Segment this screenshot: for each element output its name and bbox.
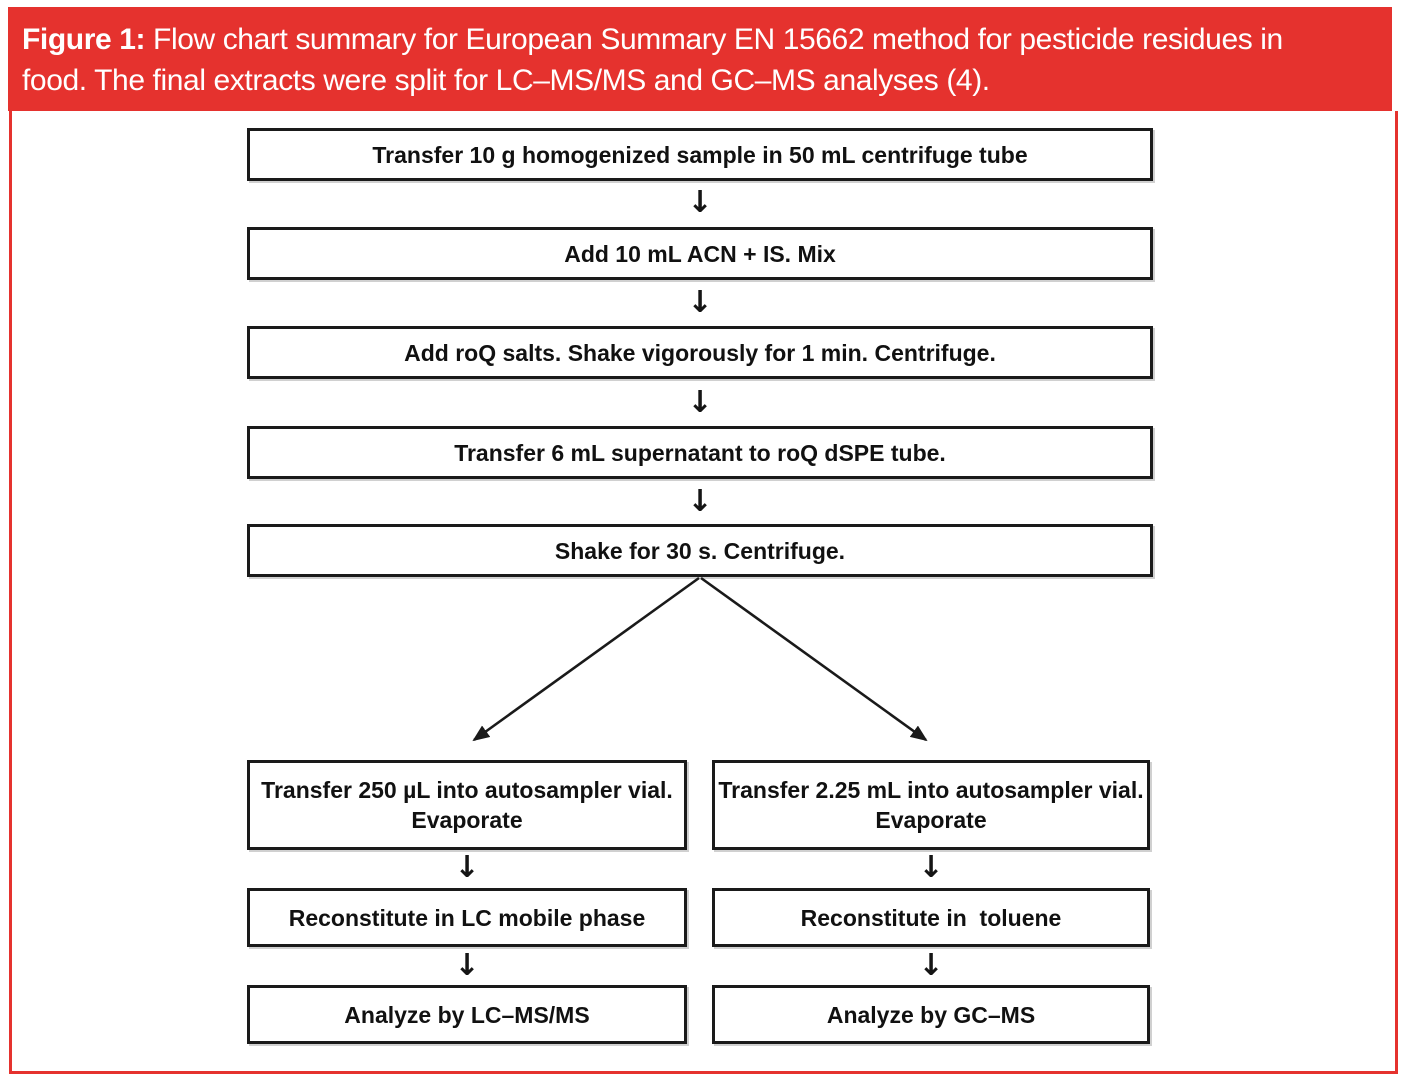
- down-arrow-icon: ↓: [687, 185, 713, 220]
- step-transfer-supernatant: Transfer 6 mL supernatant to roQ dSPE tu…: [247, 426, 1153, 479]
- down-arrow-icon: ↓: [687, 484, 713, 519]
- figure-caption-banner: Figure 1: Flow chart summary for Europea…: [8, 7, 1392, 111]
- figure-caption: Figure 1: Flow chart summary for Europea…: [8, 7, 1392, 101]
- step-lc-transfer-line-1: Transfer 250 µL into autosampler vial.: [261, 777, 673, 803]
- step-gc-reconstitute: Reconstitute in toluene: [712, 888, 1150, 947]
- step-add-acn-is: Add 10 mL ACN + IS. Mix: [247, 227, 1153, 280]
- step-gc-transfer-evaporate: Transfer 2.25 mL into autosampler vial. …: [712, 760, 1150, 850]
- caption-text-line-2: food. The final extracts were split for …: [22, 64, 990, 97]
- step-lc-transfer-evaporate: Transfer 250 µL into autosampler vial. E…: [247, 760, 687, 850]
- step-lc-transfer-line-2: Evaporate: [411, 807, 523, 833]
- down-arrow-icon: ↓: [918, 948, 944, 983]
- down-arrow-icon: ↓: [454, 948, 480, 983]
- step-gc-transfer-line-2: Evaporate: [875, 807, 987, 833]
- step-lc-reconstitute: Reconstitute in LC mobile phase: [247, 888, 687, 947]
- step-transfer-sample: Transfer 10 g homogenized sample in 50 m…: [247, 128, 1153, 181]
- step-gc-analyze: Analyze by GC–MS: [712, 985, 1150, 1044]
- caption-figure-number: Figure 1:: [22, 23, 146, 56]
- down-arrow-icon: ↓: [454, 850, 480, 885]
- step-add-roq-salts: Add roQ salts. Shake vigorously for 1 mi…: [247, 326, 1153, 379]
- down-arrow-icon: ↓: [687, 385, 713, 420]
- caption-text-line-1: Flow chart summary for European Summary …: [145, 23, 1283, 56]
- step-lc-analyze: Analyze by LC–MS/MS: [247, 985, 687, 1044]
- down-arrow-icon: ↓: [687, 285, 713, 320]
- step-gc-transfer-line-1: Transfer 2.25 mL into autosampler vial.: [718, 777, 1144, 803]
- down-arrow-icon: ↓: [918, 850, 944, 885]
- step-shake-centrifuge: Shake for 30 s. Centrifuge.: [247, 524, 1153, 577]
